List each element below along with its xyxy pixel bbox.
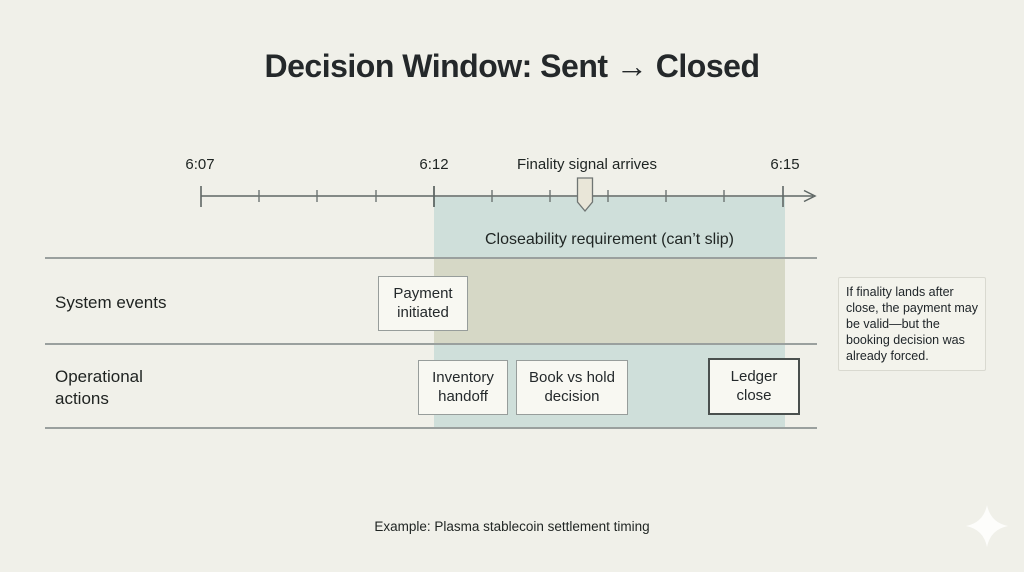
event-label: Ledger close [730,367,778,404]
row-label-system-events: System events [55,293,167,312]
annotation-text: If finality lands after close, the payme… [846,285,979,363]
arrowhead-icon [803,189,817,203]
caption: Example: Plasma stablecoin settlement ti… [374,519,650,534]
closeability-band-header [434,197,785,258]
closeability-label: Closeability requirement (can’t slip) [485,231,734,248]
event-box-book-vs-hold: Book vs hold decision [516,360,628,415]
finality-signal-label: Finality signal arrives [516,156,658,173]
tick-label-607: 6:07 [185,156,215,173]
event-box-ledger-close: Ledger close [708,358,800,415]
tick-label-612: 6:12 [419,156,449,173]
row-divider [45,427,817,429]
closeability-band-system-events [434,258,785,344]
row-label-operational-actions: Operational actions [55,367,143,408]
annotation-note: If finality lands after close, the payme… [838,277,986,371]
event-label: Payment initiated [393,284,453,321]
event-box-inventory-handoff: Inventory handoff [418,360,508,415]
finality-marker-icon [576,177,594,213]
row-divider [45,343,817,345]
event-label: Book vs hold decision [529,368,615,405]
event-box-payment-initiated: Payment initiated [378,276,468,331]
row-divider [45,257,817,259]
sparkle-icon [966,505,1008,547]
event-label: Inventory handoff [432,368,494,405]
tick-label-615: 6:15 [770,156,800,173]
page-title: Decision Window: Sent → Closed [264,48,760,84]
